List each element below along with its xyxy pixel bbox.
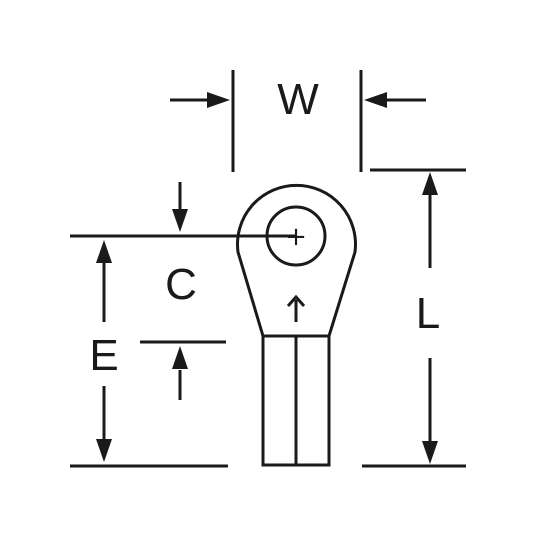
length-arrow-bottom-head (422, 441, 438, 464)
width-dimension: W (170, 70, 426, 172)
width-label: W (277, 75, 319, 124)
center-arrow-bottom-head (172, 346, 188, 369)
extension-label: E (89, 331, 118, 380)
extension-arrow-bottom-head (96, 439, 112, 462)
width-arrow-right-head (364, 92, 387, 108)
ring-terminal: + (236, 183, 357, 467)
extension-dimension: E (70, 240, 228, 468)
length-label: L (416, 289, 440, 338)
center-dimension: C (70, 182, 296, 400)
insertion-arrow-icon (286, 294, 306, 322)
length-arrow-top-head (422, 172, 438, 195)
width-arrow-left-head (207, 92, 230, 108)
center-arrow-top-head (172, 209, 188, 232)
length-dimension: L (362, 168, 466, 468)
center-label: C (165, 260, 197, 309)
extension-arrow-top-head (96, 240, 112, 263)
ring-terminal-outline (236, 183, 357, 338)
